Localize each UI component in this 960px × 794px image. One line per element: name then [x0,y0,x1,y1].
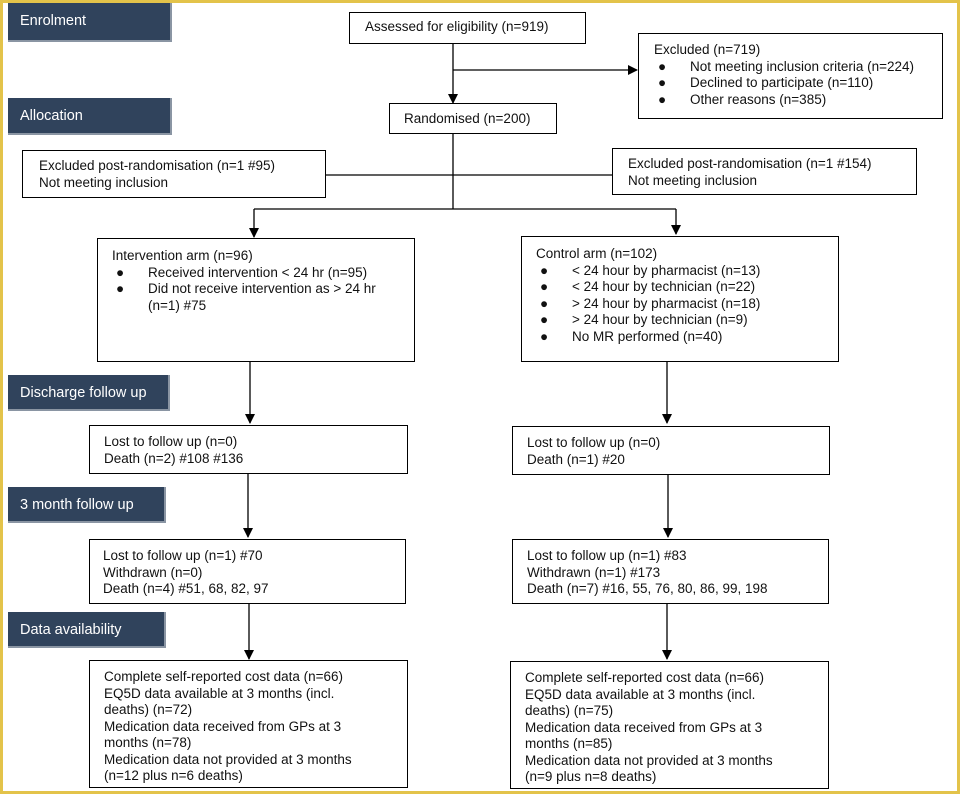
data-availability-intervention-box: Complete self-reported cost data (n=66) … [89,660,408,788]
bullet-icon: ● [658,75,667,90]
lost-to-follow-up: Lost to follow up (n=1) #70 [103,548,263,563]
control-detail: < 24 hour by technician (n=22) [572,279,756,294]
withdrawn-count: Withdrawn (n=0) [103,564,203,580]
withdrawn-count: Withdrawn (n=1) #173 [527,564,661,580]
list-item: ● Did not receive intervention as > 24 hr… [112,281,388,314]
bullet-icon: ● [540,262,549,278]
medication-data-received: Medication data received from GPs at 3 m… [104,718,342,751]
bullet-icon: ● [658,91,667,107]
list-item: ● Declined to participate (n=110) [654,75,936,92]
death-count: Death (n=2) #108 #136 [104,450,244,466]
medication-data-not-provided: Medication data not provided at 3 months… [525,752,773,785]
post-exclusion-count: Excluded post-randomisation (n=1 #154) [628,156,872,171]
control-arm-box: Control arm (n=102) ● < 24 hour by pharma… [521,236,839,362]
post-exclusion-reason: Not meeting inclusion [39,174,169,190]
bullet-icon: ● [540,312,549,327]
list-item: ● Other reasons (n=385) [654,92,936,109]
eq5d-data-count: EQ5D data available at 3 months (incl. d… [525,686,756,719]
stage-label-discharge-follow-up: Discharge follow up [8,375,170,411]
intervention-arm-box: Intervention arm (n=96) ● Received interv… [97,238,415,362]
list-item: ● Not meeting inclusion criteria (n=224) [654,59,936,76]
list-item: ● < 24 hour by pharmacist (n=13) [536,263,832,280]
cost-data-count: Complete self-reported cost data (n=66) [525,670,764,685]
list-item: ● Received intervention < 24 hr (n=95) [112,265,408,282]
control-detail: No MR performed (n=40) [572,328,723,344]
stage-label-enrolment: Enrolment [8,3,172,42]
stage-label-allocation: Allocation [8,98,172,135]
bullet-icon: ● [658,58,667,74]
lost-to-follow-up: Lost to follow up (n=0) [104,434,238,449]
control-detail: > 24 hour by pharmacist (n=18) [572,295,761,311]
medication-data-received: Medication data received from GPs at 3 m… [525,719,763,752]
bullet-icon: ● [116,264,125,280]
excluded-title: Excluded (n=719) [654,42,761,57]
bullet-icon: ● [540,279,549,294]
stage-label-3-month-follow-up: 3 month follow up [8,487,166,523]
excluded-reason: Not meeting inclusion criteria (n=224) [690,58,914,74]
lost-to-follow-up: Lost to follow up (n=0) [527,435,661,450]
eq5d-data-count: EQ5D data available at 3 months (incl. d… [104,685,335,718]
randomised-text: Randomised (n=200) [404,111,531,126]
control-detail: > 24 hour by technician (n=9) [572,312,748,327]
stage-label-data-availability: Data availability [8,612,166,648]
3-month-followup-control-box: Lost to follow up (n=1) #83 Withdrawn (n… [512,539,829,604]
list-item: ● > 24 hour by technician (n=9) [536,312,832,329]
post-exclusion-count: Excluded post-randomisation (n=1 #95) [39,158,276,173]
intervention-detail: Did not receive intervention as > 24 hr … [148,281,376,313]
excluded-reason: Other reasons (n=385) [690,91,827,107]
intervention-arm-list: ● Received intervention < 24 hr (n=95) ● D… [112,265,408,315]
death-count: Death (n=1) #20 [527,451,625,467]
randomised-box: Randomised (n=200) [389,103,557,134]
death-count: Death (n=4) #51, 68, 82, 97 [103,581,269,596]
3-month-followup-intervention-box: Lost to follow up (n=1) #70 Withdrawn (n… [89,539,406,604]
excluded-reasons-list: ●Not meeting inclusion criteria (n=224) … [654,59,936,109]
lost-to-follow-up: Lost to follow up (n=1) #83 [527,548,687,563]
post-randomisation-excluded-left: Excluded post-randomisation (n=1 #95) No… [22,150,326,198]
death-count: Death (n=7) #16, 55, 76, 80, 86, 99, 198 [527,581,768,596]
excluded-box: Excluded (n=719) ● Not meeting inclusion … [638,33,943,119]
bullet-icon: ● [540,328,549,344]
post-randomisation-excluded-right: Excluded post-randomisation (n=1 #154) N… [612,148,917,195]
intervention-detail: Received intervention < 24 hr (n=95) [148,264,368,280]
data-availability-control-box: Complete self-reported cost data (n=66) … [510,661,829,789]
post-exclusion-reason: Not meeting inclusion [628,172,758,188]
list-item: ● No MR performed (n=40) [536,329,832,346]
discharge-followup-intervention-box: Lost to follow up (n=0) Death (n=2) #108… [89,425,408,474]
discharge-followup-control-box: Lost to follow up (n=0) Death (n=1) #20 [512,426,830,475]
list-item: ● > 24 hour by pharmacist (n=18) [536,296,832,313]
assessed-box: Assessed for eligibility (n=919) [349,12,586,44]
list-item: ● < 24 hour by technician (n=22) [536,279,832,296]
assessed-text: Assessed for eligibility (n=919) [365,19,549,34]
medication-data-not-provided: Medication data not provided at 3 months… [104,751,352,784]
intervention-arm-title: Intervention arm (n=96) [112,248,253,263]
control-detail: < 24 hour by pharmacist (n=13) [572,262,761,278]
excluded-reason: Declined to participate (n=110) [690,75,874,90]
cost-data-count: Complete self-reported cost data (n=66) [104,669,343,684]
bullet-icon: ● [540,295,549,311]
control-arm-list: ● < 24 hour by pharmacist (n=13) ● < 24 ho… [536,263,832,346]
control-arm-title: Control arm (n=102) [536,246,658,261]
bullet-icon: ● [116,281,125,296]
